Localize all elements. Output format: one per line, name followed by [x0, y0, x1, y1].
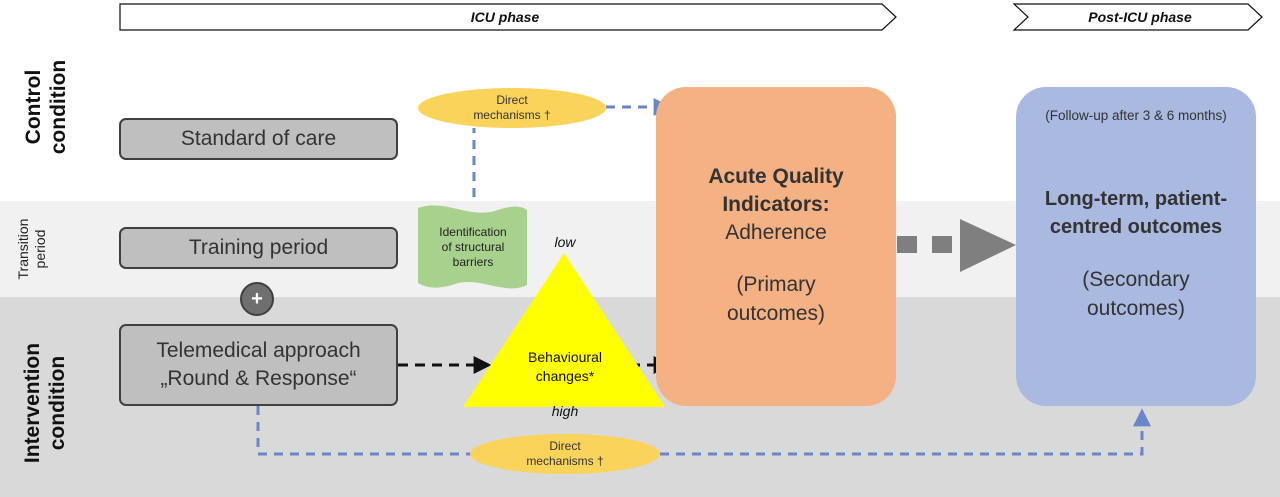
long-term-outcomes-box: (Follow-up after 3 & 6 months) Long-term… [1016, 87, 1256, 406]
plus-icon: + [240, 282, 274, 316]
gray-dash-2 [932, 236, 952, 253]
followup-note: (Follow-up after 3 & 6 months) [1045, 108, 1227, 123]
telemedical-line-2: „Round & Response“ [160, 367, 357, 390]
longterm-title-line-1: Long-term, patient- [1044, 188, 1228, 210]
longterm-secondary-line-2: outcomes) [1086, 297, 1186, 320]
gray-dash-1 [897, 236, 917, 253]
acute-title-line-2: Indicators: [722, 193, 830, 216]
direct-mechanisms-top: Direct mechanisms † [418, 88, 606, 128]
intervention-condition-label: Intervention condition [21, 342, 69, 464]
post-icu-phase-arrow [1012, 3, 1263, 31]
acute-quality-indicators-box: Acute Quality Indicators: Adherence (Pri… [656, 87, 896, 406]
standard-of-care-box: Standard of care [119, 118, 398, 160]
post-icu-phase-label: Post-ICU phase [1088, 9, 1192, 25]
bottom-mechanism-arrow [660, 408, 1151, 456]
telemedical-line-1: Telemedical approach [156, 339, 361, 362]
acute-title-line-1: Acute Quality [708, 165, 844, 188]
direct-mechanisms-bottom: Direct mechanisms † [470, 434, 660, 474]
icu-phase-label: ICU phase [470, 9, 540, 25]
transition-period-label: Transition period [15, 218, 48, 280]
barriers-text: Identification of structural barriers [439, 225, 507, 269]
acute-primary-line-1: (Primary [736, 273, 816, 296]
triangle-low-label: low [554, 234, 576, 250]
control-condition-label: Control condition [22, 59, 70, 155]
triangle-high-label: high [551, 403, 579, 419]
gray-arrow-head [960, 219, 1016, 272]
acute-subtitle: Adherence [725, 221, 827, 244]
behavioural-triangle [463, 253, 665, 407]
barriers-banner [418, 205, 527, 289]
acute-primary-line-2: outcomes) [726, 302, 826, 325]
behavioural-changes-text: Behavioural changes* [528, 349, 602, 384]
longterm-secondary-line-1: (Secondary [1082, 268, 1190, 291]
bottom-mechanism-connector [256, 406, 472, 456]
icu-phase-arrow [119, 3, 897, 31]
telemedical-approach-box: Telemedical approach „Round & Response“ [119, 324, 398, 406]
longterm-title-line-2: centred outcomes [1049, 216, 1223, 238]
training-period-box: Training period [119, 227, 398, 269]
